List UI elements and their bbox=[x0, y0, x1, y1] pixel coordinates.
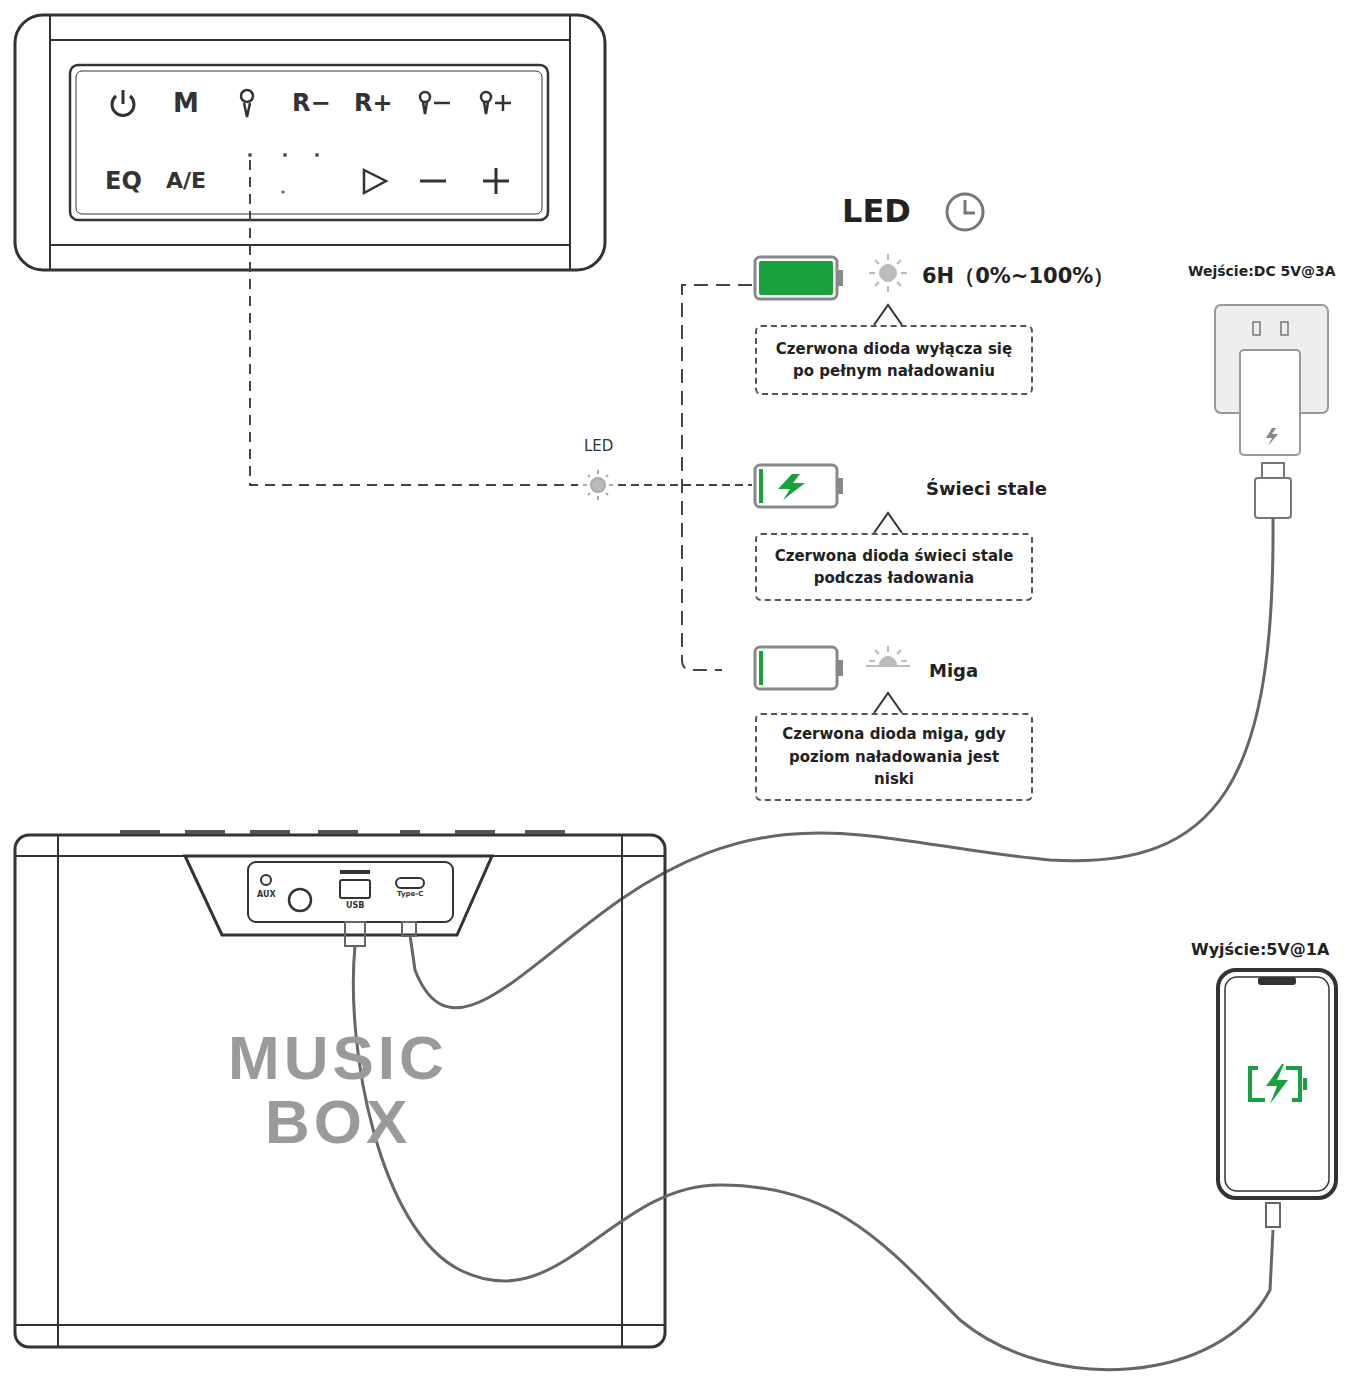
status-label: Świeci stale bbox=[926, 479, 1047, 499]
button-label: A/E bbox=[166, 169, 206, 193]
callout-box: Czerwona dioda miga, gdy poziom naładowa… bbox=[755, 713, 1033, 801]
callout-text: Czerwona dioda wyłącza się po pełnym nał… bbox=[757, 332, 1031, 389]
output-spec: Wyjście:5V@1A bbox=[1191, 941, 1329, 959]
brand-logo: MUSIC bbox=[228, 1024, 448, 1092]
button-label: EQ bbox=[105, 168, 142, 194]
section-heading: LED bbox=[842, 194, 911, 229]
brand-logo: BOX bbox=[265, 1088, 411, 1156]
status-label: Miga bbox=[929, 661, 978, 681]
input-spec: Wejście:DC 5V@3A bbox=[1188, 264, 1336, 279]
callout-box: Czerwona dioda wyłącza się po pełnym nał… bbox=[755, 325, 1033, 395]
button-label: M bbox=[173, 89, 199, 118]
led-label: LED bbox=[584, 438, 613, 455]
callout-text: Czerwona dioda świeci stale podczas łado… bbox=[757, 539, 1031, 596]
button-label: R− bbox=[292, 90, 331, 116]
port-label: AUX bbox=[257, 891, 276, 900]
button-label: R+ bbox=[354, 90, 393, 116]
port-label: USB bbox=[346, 902, 364, 911]
charge-time: 6H（0%~100%） bbox=[922, 265, 1114, 288]
port-label: Type-C bbox=[397, 891, 423, 899]
callout-text: Czerwona dioda miga, gdy poziom naładowa… bbox=[757, 717, 1031, 797]
callout-box: Czerwona dioda świeci stale podczas łado… bbox=[755, 533, 1033, 601]
